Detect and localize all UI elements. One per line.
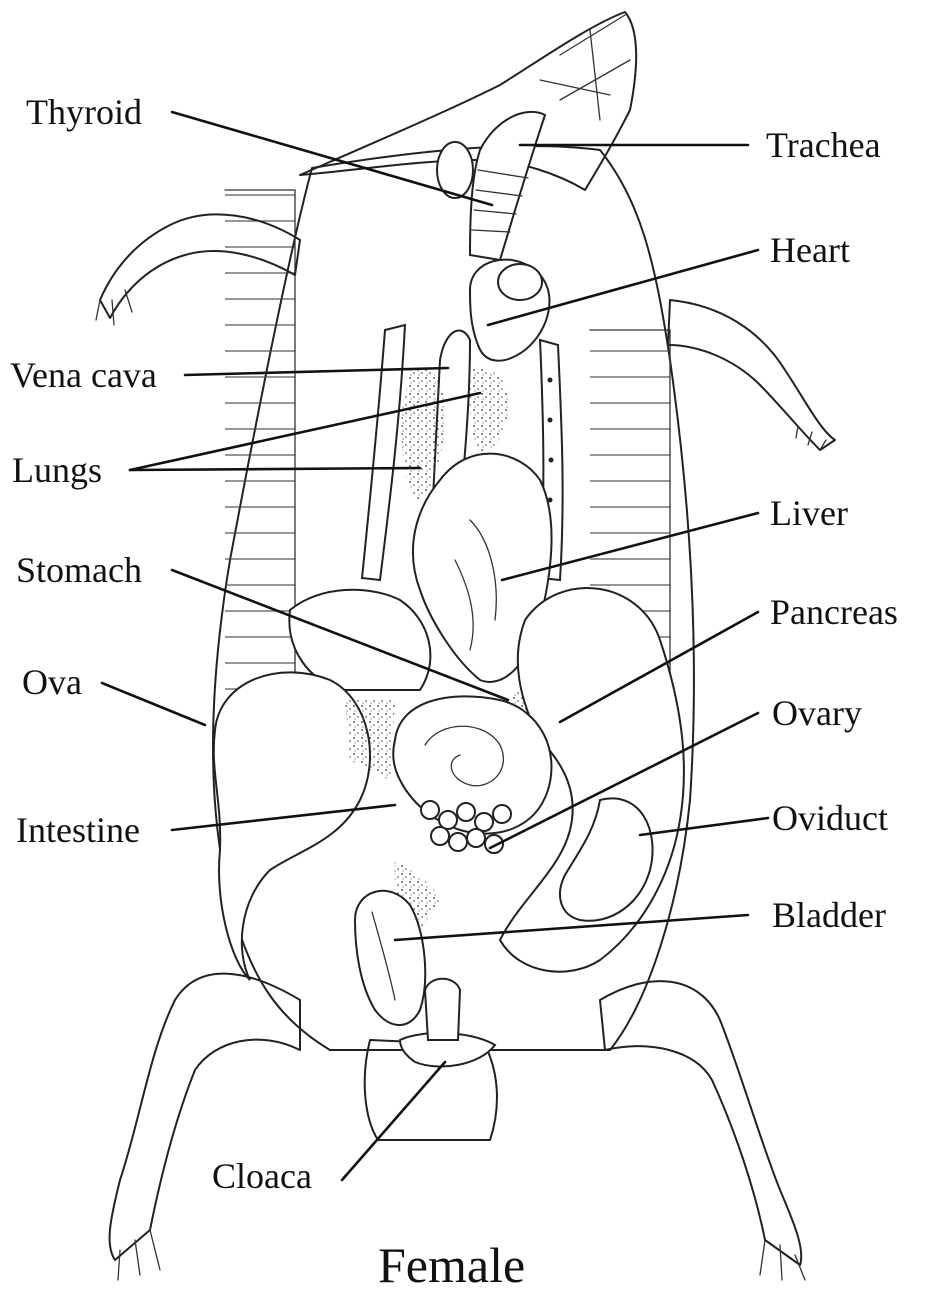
right-arm (668, 300, 835, 450)
label-vena-cava: Vena cava (10, 357, 157, 393)
leader-vena-cava (185, 368, 448, 375)
label-trachea: Trachea (766, 127, 881, 163)
trachea-organ (470, 112, 545, 260)
left-leg (110, 974, 300, 1260)
label-oviduct: Oviduct (772, 800, 888, 836)
leader-ova (102, 683, 205, 725)
label-cloaca: Cloaca (212, 1158, 312, 1194)
leader-cloaca (342, 1062, 445, 1180)
label-lungs: Lungs (12, 452, 102, 488)
label-heart: Heart (770, 232, 850, 268)
right-leg (600, 981, 801, 1265)
label-stomach: Stomach (16, 552, 142, 588)
label-bladder: Bladder (772, 897, 886, 933)
left-body-wall (225, 190, 295, 710)
label-pancreas: Pancreas (770, 594, 898, 630)
label-liver: Liver (770, 495, 848, 531)
label-ovary: Ovary (772, 695, 862, 731)
label-ova: Ova (22, 664, 82, 700)
caption-female: Female (378, 1240, 525, 1290)
label-thyroid: Thyroid (26, 94, 142, 130)
label-intestine: Intestine (16, 812, 140, 848)
